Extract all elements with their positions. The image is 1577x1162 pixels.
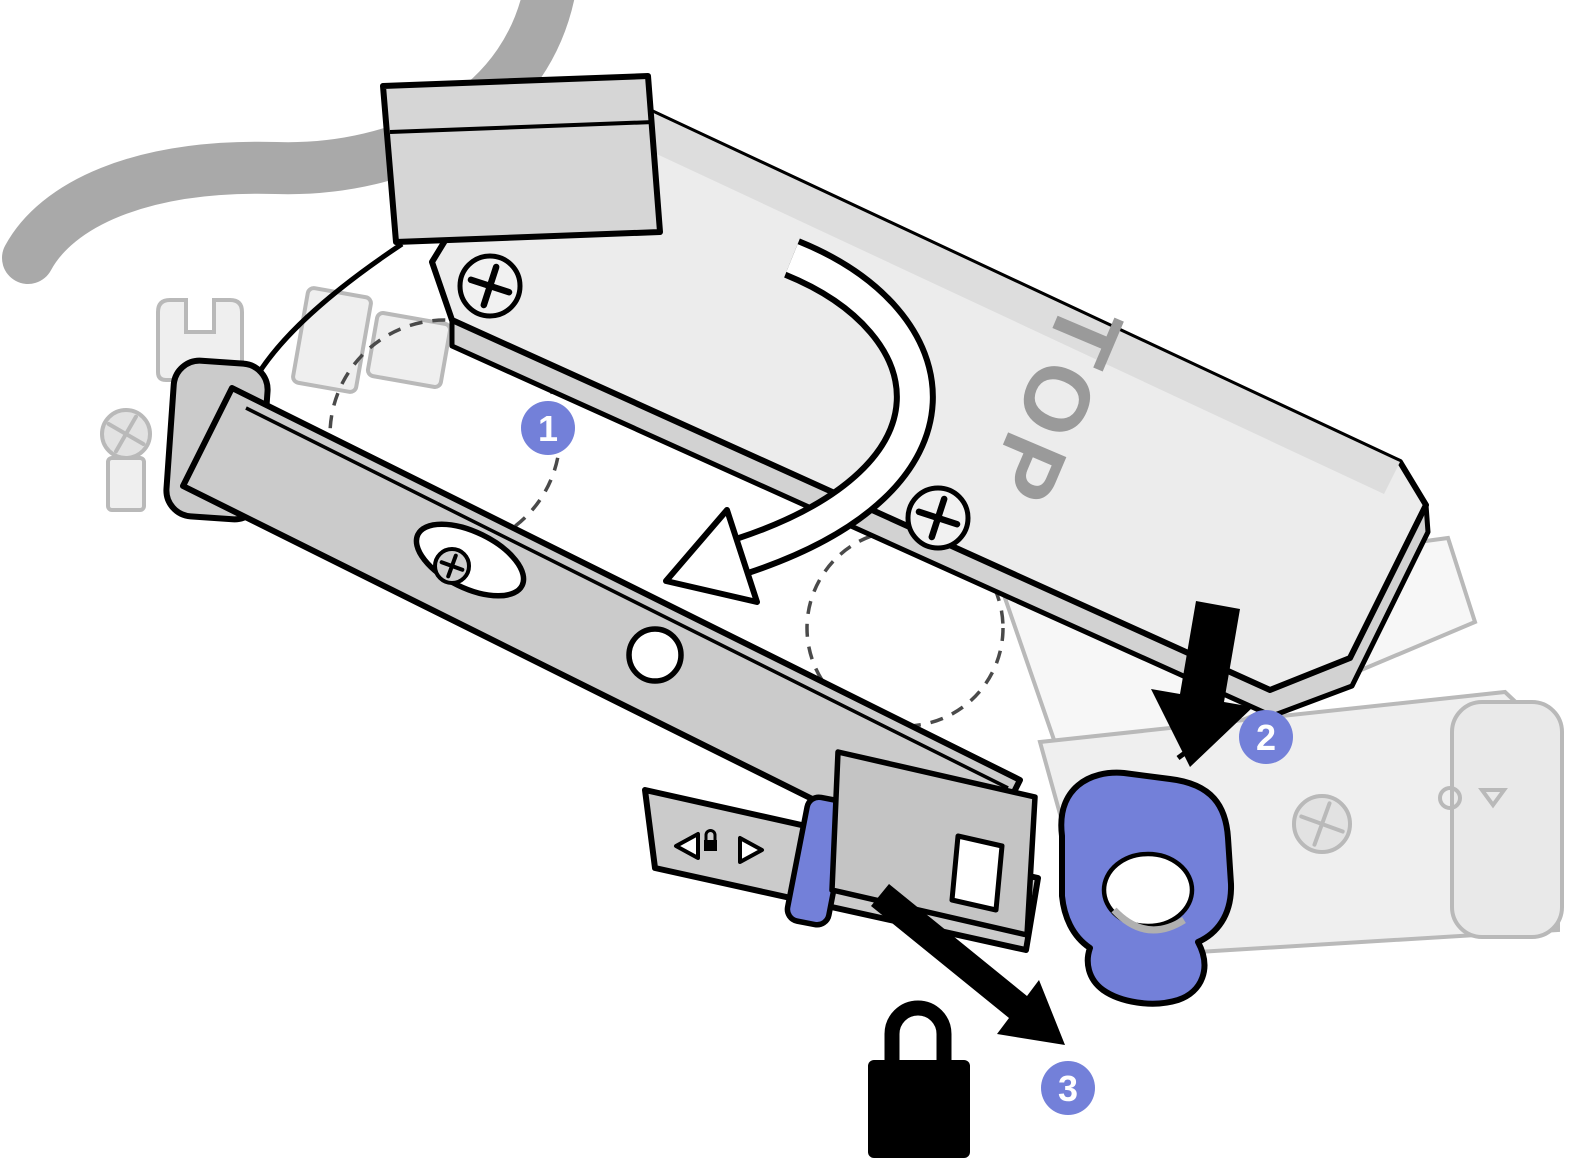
drive-screw-rear <box>905 485 971 551</box>
mini-lock-icon <box>704 840 717 851</box>
standoff-post <box>106 456 146 512</box>
chassis-screw-right-cross-icon <box>1299 801 1345 847</box>
slide-to-lock-arrow-icon <box>871 884 1065 1045</box>
triangle-left-icon <box>674 832 700 860</box>
step-2-badge: 2 <box>1239 710 1293 764</box>
phillips-screw-icon <box>439 553 465 579</box>
tray-slot-screw <box>433 547 471 585</box>
drive-cable <box>2 0 574 284</box>
phillips-screw-icon <box>467 263 513 309</box>
press-down-arrow-icon <box>1151 601 1253 767</box>
step-1-number: 1 <box>538 408 558 449</box>
rotate-down-arrow-icon <box>663 238 936 605</box>
background-bracket-b <box>365 311 453 389</box>
chassis-screw-left-cross-icon <box>106 414 146 454</box>
lock-shackle <box>884 1000 952 1064</box>
lock-icon <box>868 1000 970 1158</box>
tray-rail-lip-line <box>245 406 1009 790</box>
latch-inner-hook <box>1111 907 1186 934</box>
latch-direction-markers <box>674 829 764 864</box>
retention-latch <box>1058 769 1235 1007</box>
phillips-screw-icon <box>915 495 961 541</box>
drive-screw-front <box>457 253 523 319</box>
drive-connector-end <box>380 73 663 245</box>
background-block-right <box>1450 700 1564 939</box>
drive-tray <box>163 357 1041 953</box>
drive-slab-top-bevel <box>584 88 1400 494</box>
alignment-triangle-mark <box>1478 788 1508 809</box>
lock-body <box>868 1060 970 1158</box>
step-1-badge: 1 <box>521 401 575 455</box>
triangle-right-icon <box>738 836 764 864</box>
tray-bracket-slot <box>949 833 1005 913</box>
mini-lock-shackle-icon <box>704 829 717 840</box>
alignment-hole <box>1438 786 1462 810</box>
step-3-badge: 3 <box>1041 1061 1095 1115</box>
step-3-number: 3 <box>1058 1068 1078 1109</box>
step-2-number: 2 <box>1256 717 1276 758</box>
tray-round-hole <box>626 626 684 684</box>
drive-connector-step-line <box>389 120 655 134</box>
background-bracket-a <box>291 286 373 394</box>
